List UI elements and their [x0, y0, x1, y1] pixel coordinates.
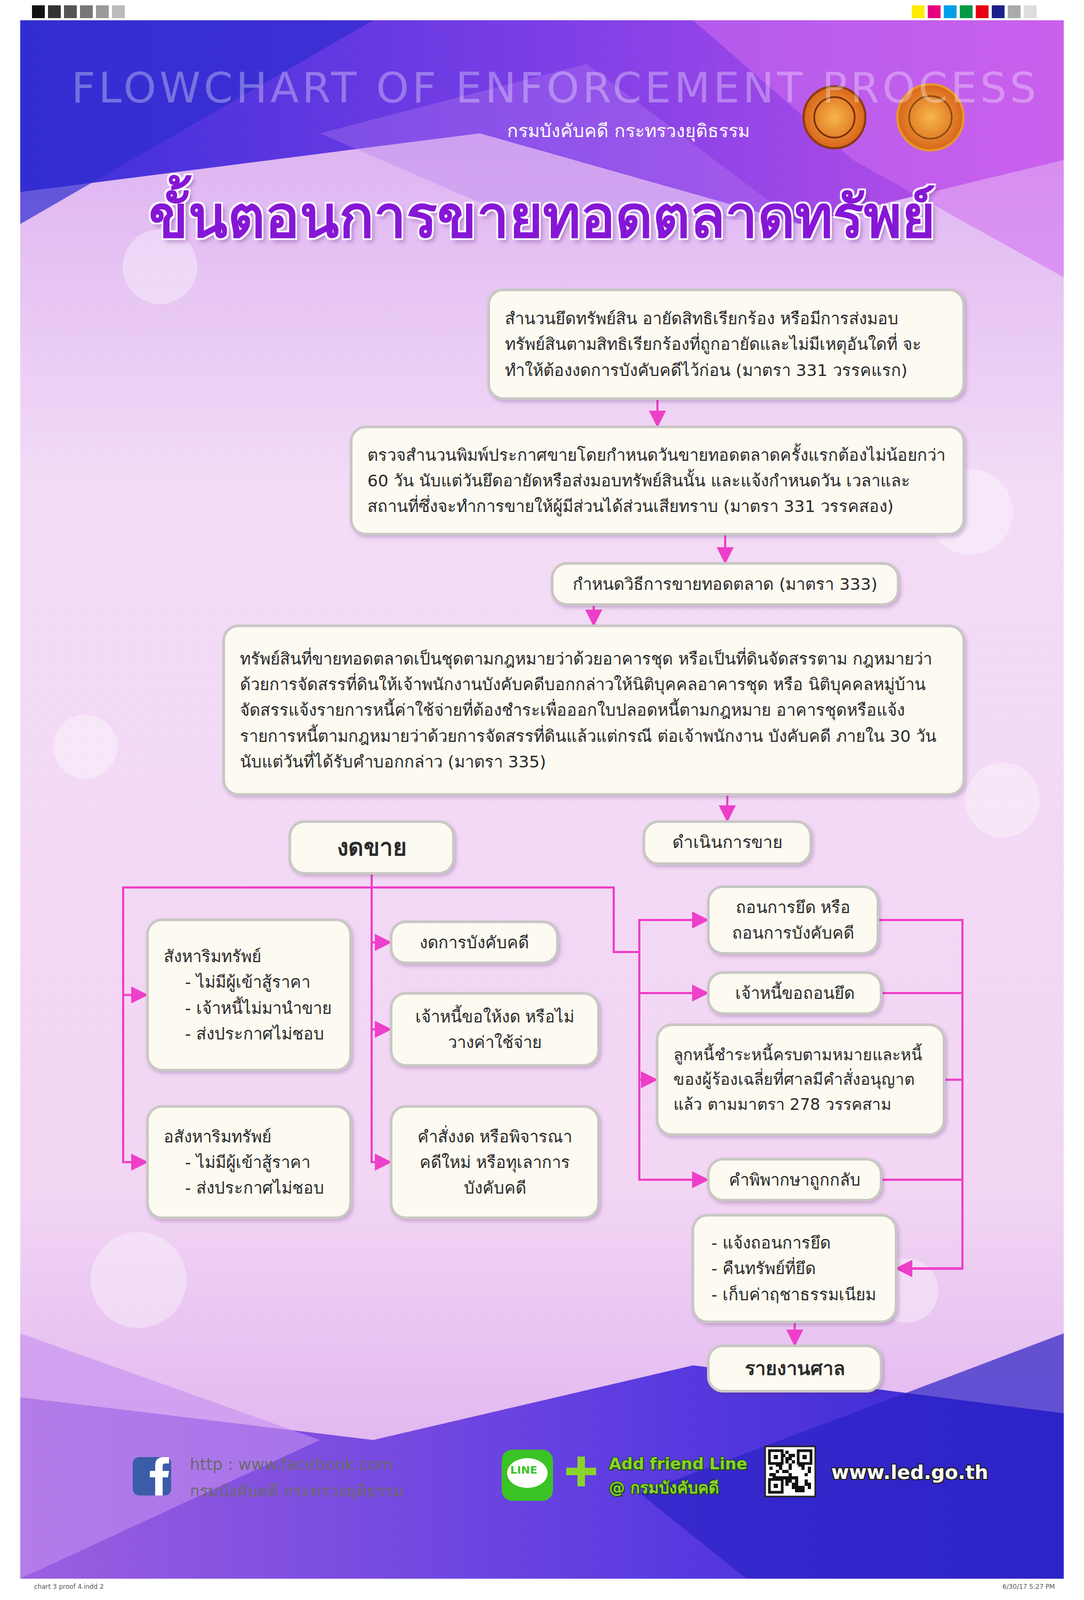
box-text: งดการบังคับคดี: [407, 929, 542, 955]
box-text: รายงานศาล: [724, 1353, 865, 1384]
box-text: - ไม่มีผู้เข้าสู้ราคา: [163, 1149, 335, 1175]
reason-box: งดการบังคับคดี: [389, 920, 559, 965]
reason-box: คำสั่งงด หรือพิจารณาคดีใหม่ หรือทุเลาการ…: [389, 1104, 600, 1219]
reason-box: เจ้าหนี้ขอถอนยึด: [707, 970, 883, 1015]
flow-connector: [793, 1322, 797, 1345]
box-text: - เจ้าหนี้ไม่มานำขาย: [163, 994, 335, 1021]
reason-box: เจ้าหนี้ขอให้งด หรือไม่วางค่าใช้จ่าย: [389, 991, 600, 1067]
box-heading: - แจ้งถอนการยึด: [709, 1229, 880, 1256]
reason-box: ถอนการยึด หรือ ถอนการบังคับคดี: [707, 885, 880, 955]
flow-connector: [371, 874, 708, 993]
line-id: @ กรมบังคับคดี: [608, 1474, 719, 1500]
line-add-friend: Add friend Line: [608, 1454, 748, 1473]
header-agency: กรมบังคับคดี กระทรวงยุติธรรม: [507, 116, 750, 146]
box-heading: สังหาริมทรัพย์: [163, 943, 335, 969]
box-text: - คืนทรัพย์ที่ยึด: [709, 1255, 880, 1281]
box-text: คำพิพากษาถูกกลับ: [724, 1166, 865, 1193]
box-text: - ไม่มีผู้เข้าสู้ราคา: [163, 968, 335, 995]
reason-box: สังหาริมทรัพย์- ไม่มีผู้เข้าสู้ราคา- เจ้…: [146, 918, 352, 1072]
box-text: - เก็บค่าฤชาธรรมเนียม: [709, 1281, 880, 1307]
box-text: - ส่งประกาศไม่ชอบ: [163, 1174, 335, 1201]
page-title: ขั้นตอนการขายทอดตลาดทรัพย์: [0, 170, 1084, 263]
box-text: ตรวจสำนวนพิมพ์ประกาศขายโดยกำหนดวันขายทอด…: [367, 442, 948, 519]
flow-connector: [726, 795, 729, 821]
flow-connector: [724, 535, 727, 562]
box-text: งดขาย: [306, 829, 438, 866]
report-box: รายงานศาล: [707, 1344, 883, 1393]
box-text: ลูกหนี้ชำระหนี้ครบตามหมายและหนี้ ของผู้ร…: [673, 1042, 928, 1118]
flow-connector: [371, 874, 390, 1030]
process-box: กำหนดวิธีการขายทอดตลาด (มาตรา 333): [550, 561, 900, 606]
branch-box: งดขาย: [288, 820, 455, 875]
box-text: ดำเนินการขาย: [660, 829, 795, 856]
flow-connector: [592, 605, 596, 625]
print-mark: chart 3 proof 4.indd 2: [34, 1582, 104, 1591]
facebook-url: http : www.facebook.com: [189, 1454, 394, 1474]
box-text: สำนวนยึดทรัพย์สิน อายัดสิทธิเรียกร้อง หร…: [504, 305, 948, 383]
box-text: - ส่งประกาศไม่ชอบ: [163, 1020, 335, 1047]
process-box: ทรัพย์สินที่ขายทอดตลาดเป็นชุดตามกฎหมายว่…: [222, 624, 966, 796]
flow-connector: [656, 399, 659, 426]
box-text: ถอนการยึด หรือ ถอนการบังคับคดี: [724, 894, 862, 946]
print-date: 6/30/17 5:27 PM: [1002, 1582, 1055, 1591]
process-box: ตรวจสำนวนพิมพ์ประกาศขายโดยกำหนดวันขายทอด…: [349, 425, 966, 536]
watermark: FLOWCHART OF ENFORCEMENT PROCESS: [71, 63, 1040, 112]
box-heading: อสังหาริมทรัพย์: [163, 1123, 335, 1150]
reason-box: คำพิพากษาถูกกลับ: [707, 1157, 883, 1202]
reason-box: ลูกหนี้ชำระหนี้ครบตามหมายและหนี้ ของผู้ร…: [655, 1023, 946, 1136]
box-text: คำสั่งงด หรือพิจารณาคดีใหม่ หรือทุเลาการ…: [407, 1123, 583, 1201]
line-logo-text: LINE: [510, 1463, 538, 1476]
branch-box: ดำเนินการขาย: [642, 820, 813, 865]
box-text: เจ้าหนี้ขอให้งด หรือไม่วางค่าใช้จ่าย: [407, 1003, 583, 1055]
box-text: กำหนดวิธีการขายทอดตลาด (มาตรา 333): [568, 571, 882, 597]
website-url: www.led.go.th: [831, 1460, 989, 1483]
facebook-name: กรมบังคับคดี กระทรวงยุติธรรม: [189, 1478, 404, 1504]
reason-box: อสังหาริมทรัพย์- ไม่มีผู้เข้าสู้ราคา- ส่…: [146, 1104, 352, 1219]
process-box: สำนวนยึดทรัพย์สิน อายัดสิทธิเรียกร้อง หร…: [487, 288, 966, 400]
result-box: - แจ้งถอนการยึด- คืนทรัพย์ที่ยึด- เก็บค่…: [691, 1213, 898, 1323]
flow-connector: [371, 874, 390, 1162]
box-text: เจ้าหนี้ขอถอนยึด: [724, 980, 865, 1006]
flow-connector: [371, 874, 390, 943]
box-text: ทรัพย์สินที่ขายทอดตลาดเป็นชุดตามกฎหมายว่…: [239, 645, 948, 774]
